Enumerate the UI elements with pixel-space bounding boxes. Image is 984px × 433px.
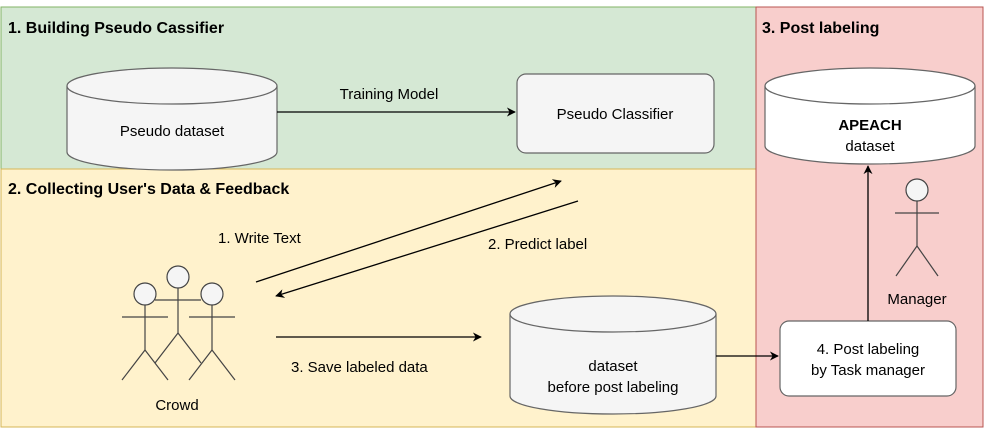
- manager-label: Manager: [887, 291, 946, 308]
- crowd-icon: [121, 265, 236, 381]
- pseudo-classifier-label: Pseudo Classifier: [557, 106, 674, 123]
- apeach-dataset-label: dataset: [845, 138, 895, 155]
- write-text-arrow: [255, 179, 562, 283]
- dataset-label: dataset: [588, 358, 638, 375]
- post-labeling-line1: 4. Post labeling: [817, 341, 920, 358]
- predict-label-label: 2. Predict label: [488, 236, 587, 253]
- apeach-label: APEACH: [838, 117, 901, 134]
- section-1-title: 1. Building Pseudo Cassifier: [8, 20, 224, 37]
- section-2-title: 2. Collecting User's Data & Feedback: [8, 181, 289, 198]
- predict-label-arrow: [275, 200, 579, 298]
- write-text-label: 1. Write Text: [218, 230, 302, 247]
- post-labeling-box[interactable]: 4. Post labeling by Task manager: [779, 320, 957, 397]
- section-3-title: 3. Post labeling: [762, 20, 879, 37]
- pseudo-dataset-label: Pseudo dataset: [120, 123, 225, 140]
- crowd-label: Crowd: [155, 397, 198, 414]
- manager-icon: [895, 178, 939, 277]
- pseudo-classifier-box[interactable]: Pseudo Classifier: [516, 73, 715, 154]
- save-labeled-label: 3. Save labeled data: [291, 359, 428, 376]
- training-model-label: Training Model: [340, 86, 439, 103]
- pseudo-dataset-cylinder[interactable]: Pseudo dataset: [66, 67, 278, 171]
- apeach-dataset-cylinder[interactable]: APEACH dataset: [764, 67, 976, 165]
- post-labeling-line2: by Task manager: [811, 362, 925, 379]
- before-post-labeling-label: before post labeling: [548, 379, 679, 396]
- dataset-before-post-labeling-cylinder[interactable]: dataset before post labeling: [509, 295, 717, 415]
